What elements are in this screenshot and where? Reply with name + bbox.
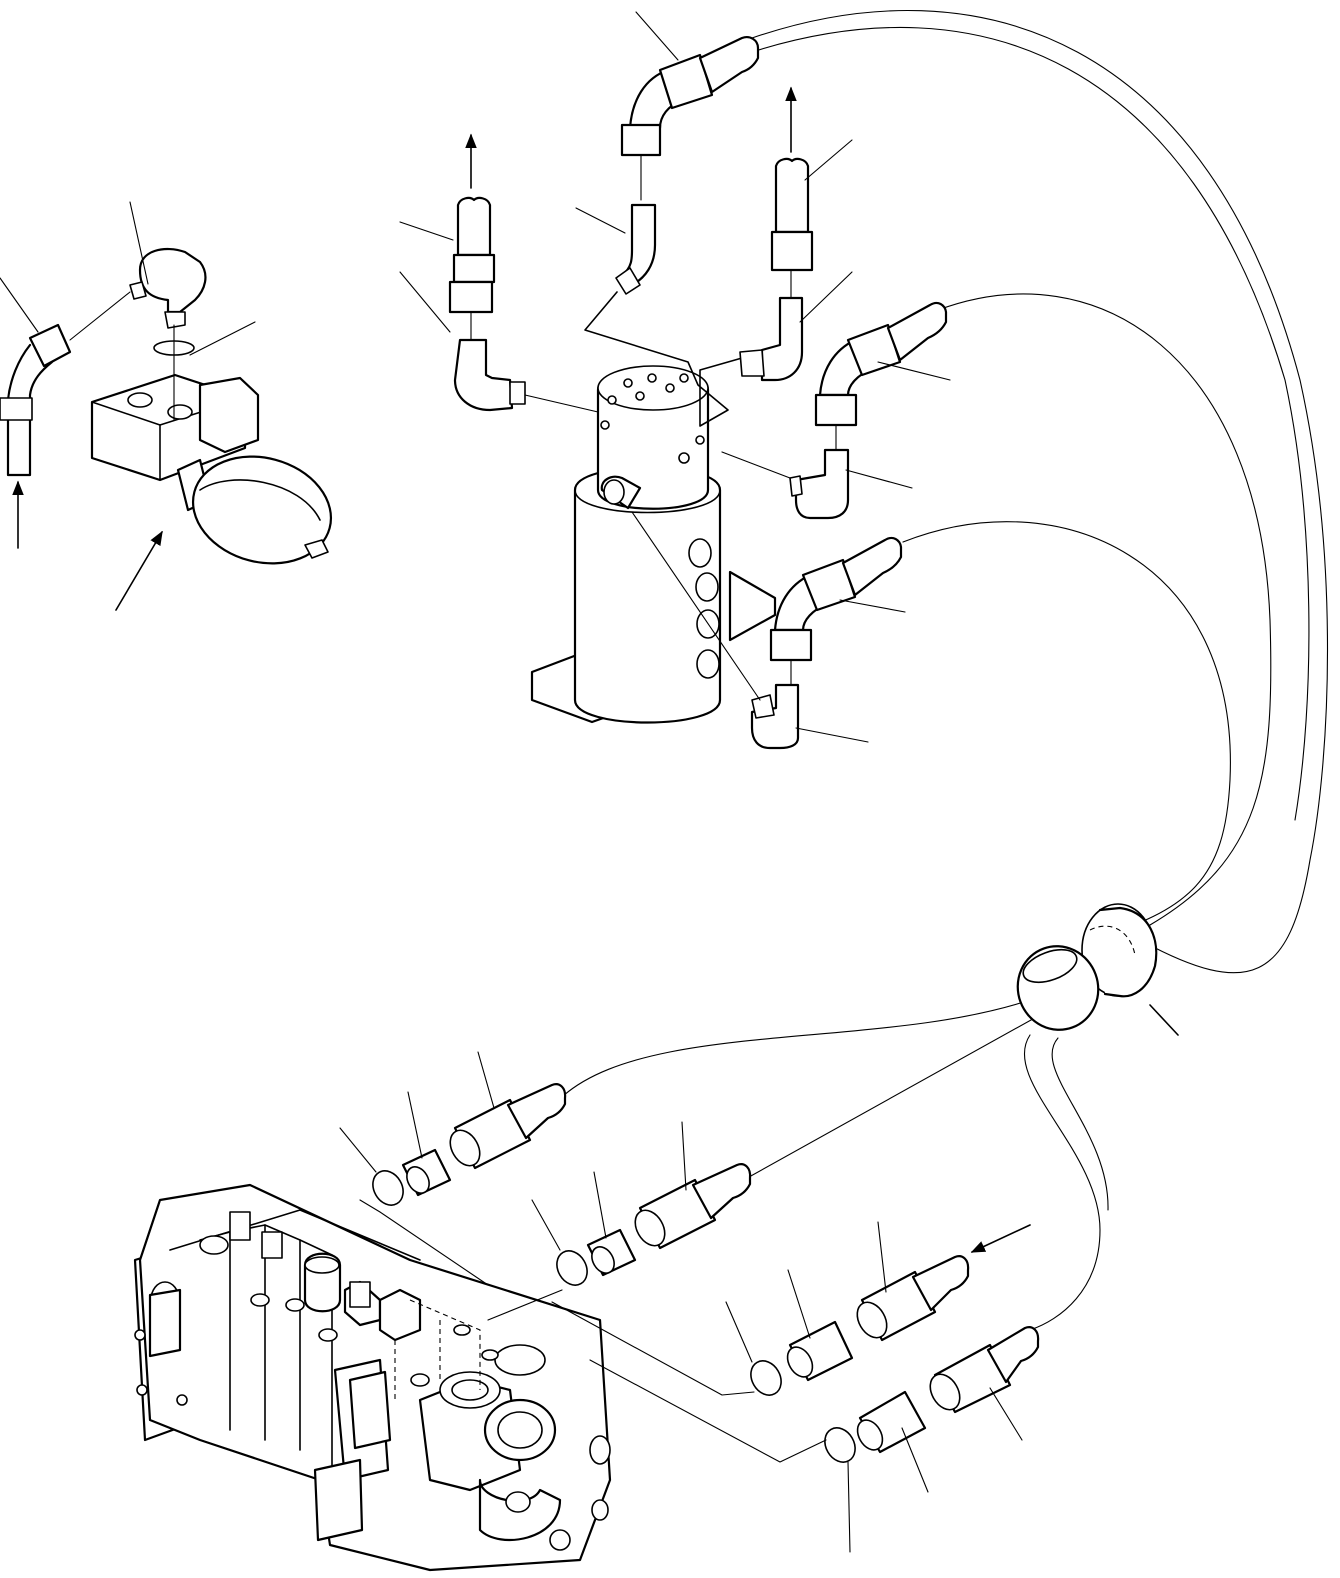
elbow-fitting-swivel-right (739, 271, 853, 382)
hose-swivel-mid-right (814, 301, 951, 451)
elbow-fitting-swivel-left (399, 221, 599, 413)
accumulator-solenoid-valve (90, 373, 333, 565)
swivel-joint (530, 365, 777, 724)
hose-fitting-row1 (339, 1051, 567, 1286)
hose-routing-lines (562, 10, 1329, 1331)
elbow-fitting-swivel-mid-right (721, 448, 913, 520)
control-valve-block (133, 1183, 612, 1572)
hose-clamp (1016, 903, 1179, 1036)
hose-fitting-row2 (487, 1121, 752, 1321)
hose-accumulator-inlet (0, 323, 72, 477)
hose-swivel-lower-right (769, 536, 906, 686)
hose-swivel-top (620, 11, 760, 201)
elbow-fitting-accumulator (69, 248, 207, 421)
leader-lines-left (0, 201, 256, 356)
hose-fitting-row4 (589, 1326, 1040, 1553)
hose-fitting-row3 (551, 1221, 1031, 1396)
hose-swivel-left (448, 133, 496, 341)
elbow-fitting-swivel-lower-right (631, 511, 869, 750)
flow-arrow-accumulator (115, 530, 163, 611)
elbow-fitting-swivel-top (575, 203, 743, 427)
hose-swivel-right (770, 86, 853, 301)
